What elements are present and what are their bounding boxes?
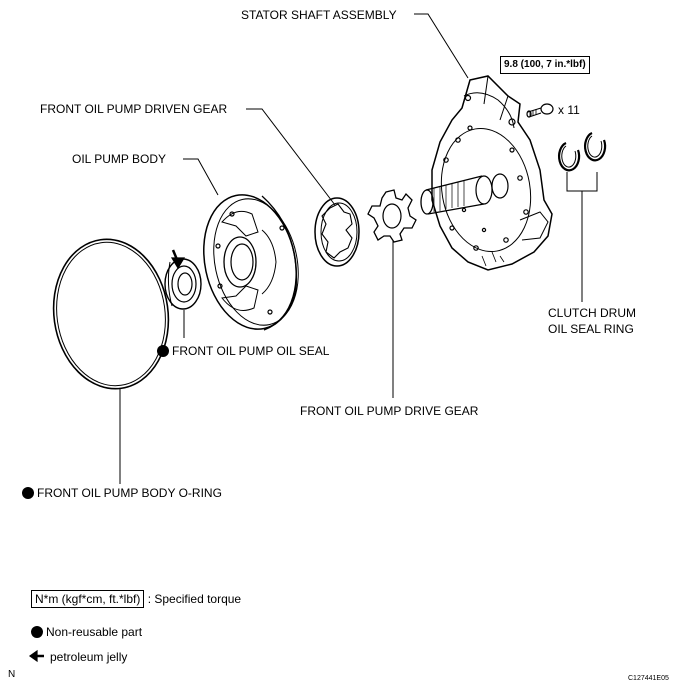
label-clutch-drum-1: CLUTCH DRUM <box>548 306 636 320</box>
corner-marker: N <box>8 669 16 680</box>
label-pump-body: OIL PUMP BODY <box>72 152 167 166</box>
nonreusable-dot-icon <box>157 345 169 357</box>
legend-torque-text: : Specified torque <box>147 592 242 606</box>
legend-petroleum: petroleum jelly <box>50 650 128 664</box>
legend-nonreusable: Non-reusable part <box>31 625 142 639</box>
oil-seal-text: FRONT OIL PUMP OIL SEAL <box>172 344 330 358</box>
label-driven-gear: FRONT OIL PUMP DRIVEN GEAR <box>40 102 228 116</box>
leader-stator-shaft <box>414 13 469 79</box>
bolt-count: x 11 <box>558 103 580 117</box>
stator-shaft-assembly <box>420 75 553 271</box>
label-oil-seal: FRONT OIL PUMP OIL SEAL <box>157 344 329 358</box>
leader-pump-body <box>183 158 219 196</box>
o-ring-text: FRONT OIL PUMP BODY O-RING <box>37 486 222 500</box>
legend-torque: N*m (kgf*cm, ft.*lbf) : Specified torque <box>31 590 242 608</box>
label-o-ring: FRONT OIL PUMP BODY O-RING <box>22 486 222 500</box>
drive-gear <box>367 189 417 243</box>
oil-seal <box>164 258 202 310</box>
label-stator-shaft: STATOR SHAFT ASSEMBLY <box>241 8 397 22</box>
oil-pump-body <box>203 194 299 331</box>
torque-spec: 9.8 (100, 7 in.*lbf) <box>500 56 590 74</box>
leader-lines <box>119 13 598 484</box>
label-clutch-drum-2: OIL SEAL RING <box>548 322 634 336</box>
jelly-arrow <box>170 249 186 270</box>
driven-gear <box>314 197 360 267</box>
bolt <box>526 103 554 118</box>
legend-torque-box: N*m (kgf*cm, ft.*lbf) <box>31 590 145 608</box>
o-ring <box>52 238 170 390</box>
leader-clutch-drum <box>566 172 598 192</box>
label-drive-gear: FRONT OIL PUMP DRIVE GEAR <box>300 404 479 418</box>
legend-nonreusable-text: Non-reusable part <box>46 625 143 639</box>
leader-driven-gear <box>246 108 336 206</box>
nonreusable-dot-icon <box>22 487 34 499</box>
clutch-drum-seal-rings <box>558 131 607 172</box>
nonreusable-dot-icon <box>31 626 43 638</box>
figure-code: C127441E05 <box>628 675 669 682</box>
legend-jelly-arrow <box>28 649 44 663</box>
